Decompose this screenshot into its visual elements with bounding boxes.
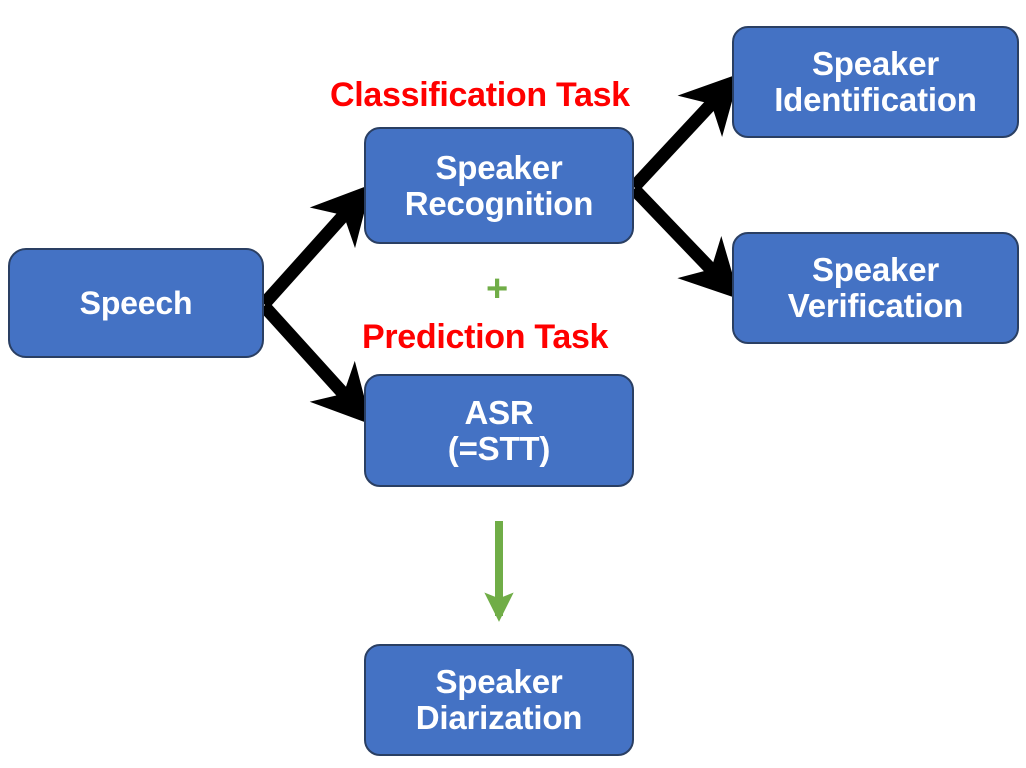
annotation-classification-task: Classification Task [330, 76, 630, 114]
node-speaker-recognition-label: Speaker Recognition [404, 148, 594, 222]
edge-speaker-recognition-to-speaker-verification [629, 184, 740, 300]
node-speaker-identification-label: Speaker Identification [774, 45, 977, 118]
node-speech[interactable]: Speech [8, 248, 264, 358]
edge-speaker-recognition-to-speaker-identification [629, 73, 740, 192]
edge-speech-to-asr [259, 301, 372, 425]
node-speaker-identification[interactable]: Speaker Identification [732, 26, 1019, 138]
node-speaker-diarization[interactable]: Speaker Diarization [364, 644, 634, 756]
node-speaker-verification-label: Speaker Verification [787, 251, 964, 324]
node-asr-label: ASR (=STT) [447, 393, 551, 467]
node-speaker-verification[interactable]: Speaker Verification [732, 232, 1019, 344]
node-asr[interactable]: ASR (=STT) [364, 374, 634, 487]
annotation-prediction-task: Prediction Task [362, 318, 609, 356]
node-speech-label: Speech [79, 284, 193, 321]
node-speaker-recognition[interactable]: Speaker Recognition [364, 127, 634, 244]
node-speaker-diarization-label: Speaker Diarization [415, 663, 583, 736]
annotation-plus-sign: + [486, 268, 509, 310]
edge-speech-to-speaker-recognition [259, 184, 372, 309]
